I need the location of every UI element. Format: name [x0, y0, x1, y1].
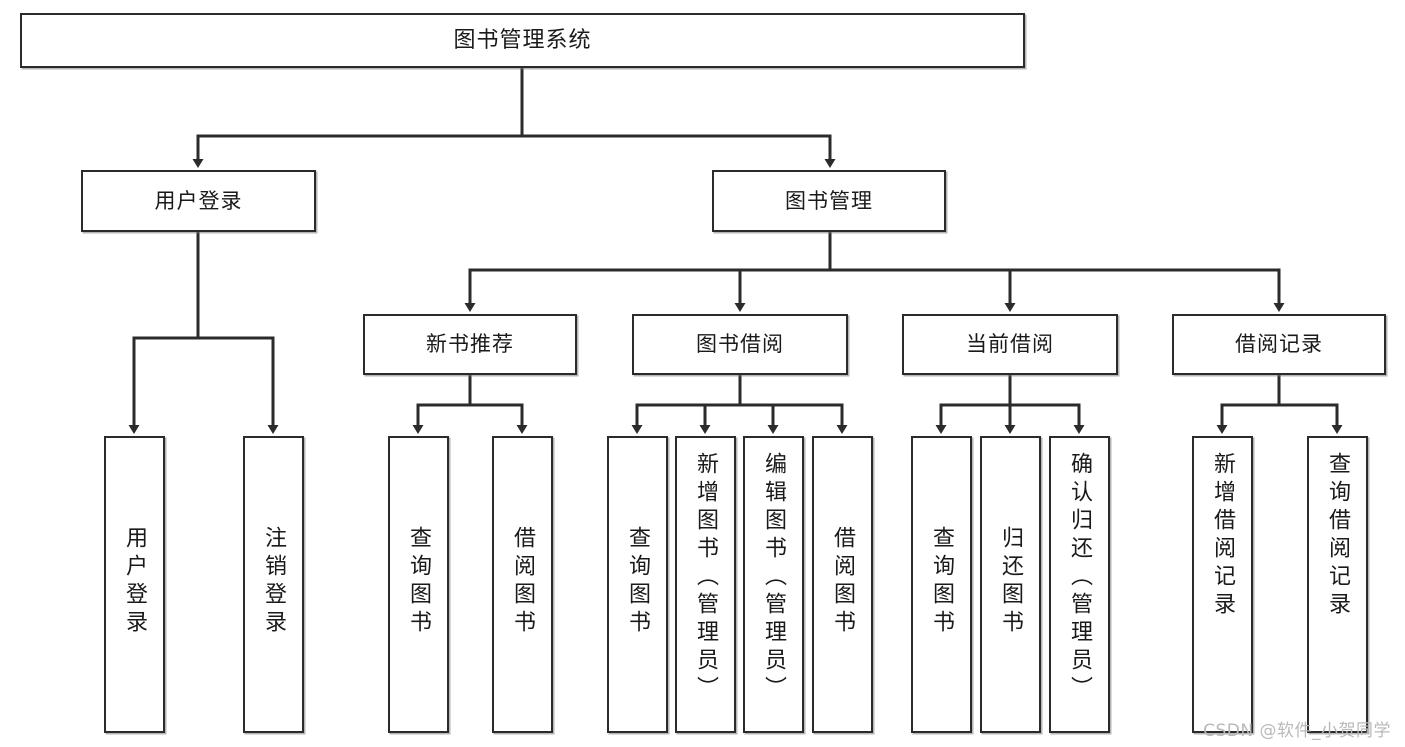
leaf-return-book[interactable]: 归还图书	[980, 436, 1041, 733]
leaf-user-logout[interactable]: 注销登录	[243, 436, 304, 733]
node-label: 确认归还（管理员）	[1067, 452, 1093, 704]
node-label: 归还图书	[998, 526, 1024, 638]
node-label: 图书管理系统	[453, 27, 592, 53]
leaf-query-borrow-record[interactable]: 查询借阅记录	[1307, 436, 1368, 733]
node-label: 图书管理	[785, 188, 873, 213]
leaf-query-book-recommend[interactable]: 查询图书	[388, 436, 449, 733]
leaf-edit-book-admin[interactable]: 编辑图书（管理员）	[743, 436, 804, 733]
node-label: 查询图书	[625, 526, 651, 638]
node-label: 查询图书	[929, 526, 955, 638]
node-label: 新书推荐	[426, 332, 514, 357]
node-label: 新增借阅记录	[1210, 452, 1236, 620]
leaf-borrow-book[interactable]: 借阅图书	[812, 436, 873, 733]
node-label: 查询图书	[406, 526, 432, 638]
node-label: 借阅图书	[830, 526, 856, 638]
node-label: 新增图书（管理员）	[693, 452, 719, 704]
leaf-query-book-borrow[interactable]: 查询图书	[607, 436, 668, 733]
node-label: 当前借阅	[966, 332, 1054, 357]
node-label: 用户登录	[154, 188, 243, 213]
leaf-add-borrow-record[interactable]: 新增借阅记录	[1192, 436, 1253, 733]
node-new-book-recommend[interactable]: 新书推荐	[363, 314, 577, 375]
node-book-borrow[interactable]: 图书借阅	[632, 314, 848, 375]
leaf-query-book-current[interactable]: 查询图书	[911, 436, 972, 733]
node-root-system[interactable]: 图书管理系统	[20, 13, 1025, 68]
leaf-borrow-book-recommend[interactable]: 借阅图书	[492, 436, 553, 733]
node-label: 借阅图书	[510, 526, 536, 638]
node-label: 借阅记录	[1235, 332, 1323, 357]
node-borrow-record[interactable]: 借阅记录	[1172, 314, 1386, 375]
node-label: 图书借阅	[696, 332, 784, 357]
node-current-borrow[interactable]: 当前借阅	[902, 314, 1118, 375]
node-label: 编辑图书（管理员）	[761, 452, 787, 704]
node-label: 用户登录	[122, 526, 148, 638]
node-label: 注销登录	[261, 526, 287, 638]
leaf-user-login[interactable]: 用户登录	[104, 436, 165, 733]
leaf-add-book-admin[interactable]: 新增图书（管理员）	[675, 436, 736, 733]
node-user-login-module[interactable]: 用户登录	[81, 170, 316, 232]
node-label: 查询借阅记录	[1325, 452, 1351, 620]
node-book-management-module[interactable]: 图书管理	[712, 170, 946, 232]
leaf-confirm-return-admin[interactable]: 确认归还（管理员）	[1049, 436, 1110, 733]
